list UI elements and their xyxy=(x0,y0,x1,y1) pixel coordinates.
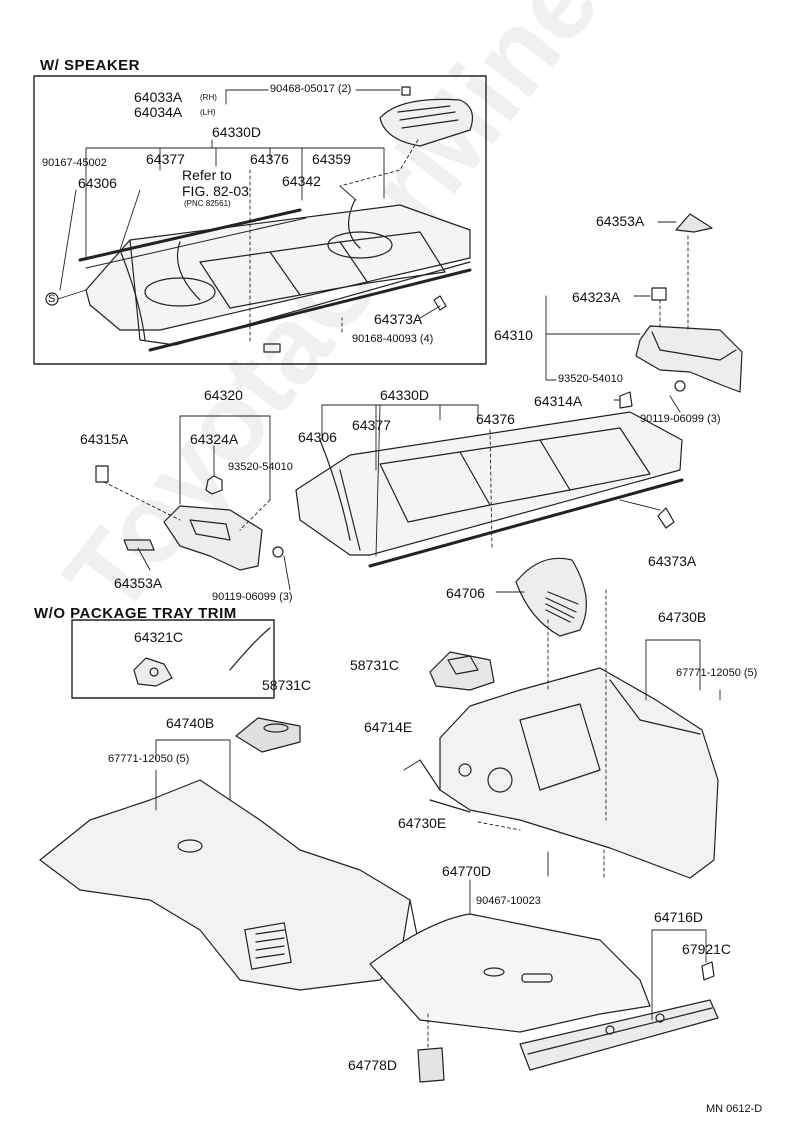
base-58731C-left xyxy=(235,717,301,753)
label-64706: 64706 xyxy=(446,585,485,601)
label-64330D-top: 64330D xyxy=(212,124,262,140)
label-64376-top: 64376 xyxy=(250,151,289,167)
label-64314A: 64314A xyxy=(534,393,583,409)
label-64034A: 64034A xyxy=(134,104,183,120)
label-64323A: 64323A xyxy=(572,289,621,305)
label-64376-mid: 64376 xyxy=(476,411,515,427)
left-bracket-leaders xyxy=(103,415,291,591)
reference-line3: (PNC 82561) xyxy=(184,199,231,208)
label-rh: (RH) xyxy=(200,93,217,102)
label-64320: 64320 xyxy=(204,387,243,403)
label-90468: 90468-05017 (2) xyxy=(270,83,352,95)
label-58731C-right: 58731C xyxy=(350,657,400,673)
without-tray-trim-label: W/O PACKAGE TRAY TRIM xyxy=(34,605,237,622)
circled-s-letter: S xyxy=(48,293,56,305)
label-90167: 90167-45002 xyxy=(42,157,107,169)
with-speaker-label: W/ SPEAKER xyxy=(40,57,141,74)
sill-leaders xyxy=(651,929,707,1021)
label-plate-64778D xyxy=(417,1047,445,1083)
label-64033A: 64033A xyxy=(134,89,183,105)
label-64740B: 64740B xyxy=(166,715,215,731)
bracket-64320 xyxy=(95,465,284,571)
callout-curve xyxy=(229,627,271,671)
sill-plate-64716D xyxy=(519,999,719,1071)
label-64373A-top: 64373A xyxy=(374,311,423,327)
with-speaker-box xyxy=(33,75,487,365)
label-64353A-left: 64353A xyxy=(114,575,163,591)
label-64353A-right: 64353A xyxy=(596,213,645,229)
label-64324A: 64324A xyxy=(190,431,239,447)
label-64716D: 64716D xyxy=(654,909,704,925)
right-leaders xyxy=(545,221,689,413)
package-tray-64330D xyxy=(295,411,684,568)
label-90119-right: 90119-06099 (3) xyxy=(640,413,721,425)
clip-64321C xyxy=(133,657,173,687)
label-64342: 64342 xyxy=(282,173,321,189)
label-64310: 64310 xyxy=(494,327,533,343)
label-64770D: 64770D xyxy=(442,863,492,879)
reference-line1: Refer to xyxy=(182,167,232,183)
label-67771-left: 67771-12050 (5) xyxy=(108,753,190,765)
label-90168: 90168-40093 (4) xyxy=(352,333,434,345)
package-tray-with-speaker xyxy=(78,199,472,353)
label-64730B: 64730B xyxy=(658,609,707,625)
mid-leaders xyxy=(321,404,661,557)
label-93520-left: 93520-54010 xyxy=(228,461,293,473)
figure-code: MN 0612-D xyxy=(706,1103,763,1115)
cover-64706 xyxy=(515,557,587,637)
speaker-grille xyxy=(379,86,473,147)
top-leaders xyxy=(59,89,441,345)
label-90467: 90467-10023 xyxy=(476,895,541,907)
label-64377-top: 64377 xyxy=(146,151,185,167)
label-lh: (LH) xyxy=(200,108,216,117)
label-64778D: 64778D xyxy=(348,1057,398,1073)
label-67771-right: 67771-12050 (5) xyxy=(676,667,758,679)
label-64321C: 64321C xyxy=(134,629,184,645)
label-67921C: 67921C xyxy=(682,941,732,957)
trunk-left-leaders xyxy=(155,739,231,811)
without-tray-trim-box xyxy=(71,619,275,699)
trunk-mat-64770D xyxy=(369,913,651,1033)
trunk-right-leaders xyxy=(403,589,721,881)
label-64714E: 64714E xyxy=(364,719,413,735)
label-64359: 64359 xyxy=(312,151,351,167)
base-58731C-right xyxy=(429,651,495,691)
clip-67921C xyxy=(701,961,715,981)
label-64373A-mid: 64373A xyxy=(648,553,697,569)
label-64730E: 64730E xyxy=(398,815,447,831)
label-64306-top: 64306 xyxy=(78,175,117,191)
label-64306-mid: 64306 xyxy=(298,429,337,445)
reference-line2: FIG. 82-03 xyxy=(182,183,249,199)
label-58731C-left: 58731C xyxy=(262,677,312,693)
label-64377-mid: 64377 xyxy=(352,417,391,433)
trunk-trim-64730B xyxy=(419,667,719,879)
label-64330D-mid: 64330D xyxy=(380,387,430,403)
trunk-trim-64740B xyxy=(39,779,421,991)
label-64315A: 64315A xyxy=(80,431,129,447)
label-90119-left: 90119-06099 (3) xyxy=(212,591,293,603)
label-93520-right: 93520-54010 xyxy=(558,373,623,385)
bracket-64310 xyxy=(619,213,743,409)
